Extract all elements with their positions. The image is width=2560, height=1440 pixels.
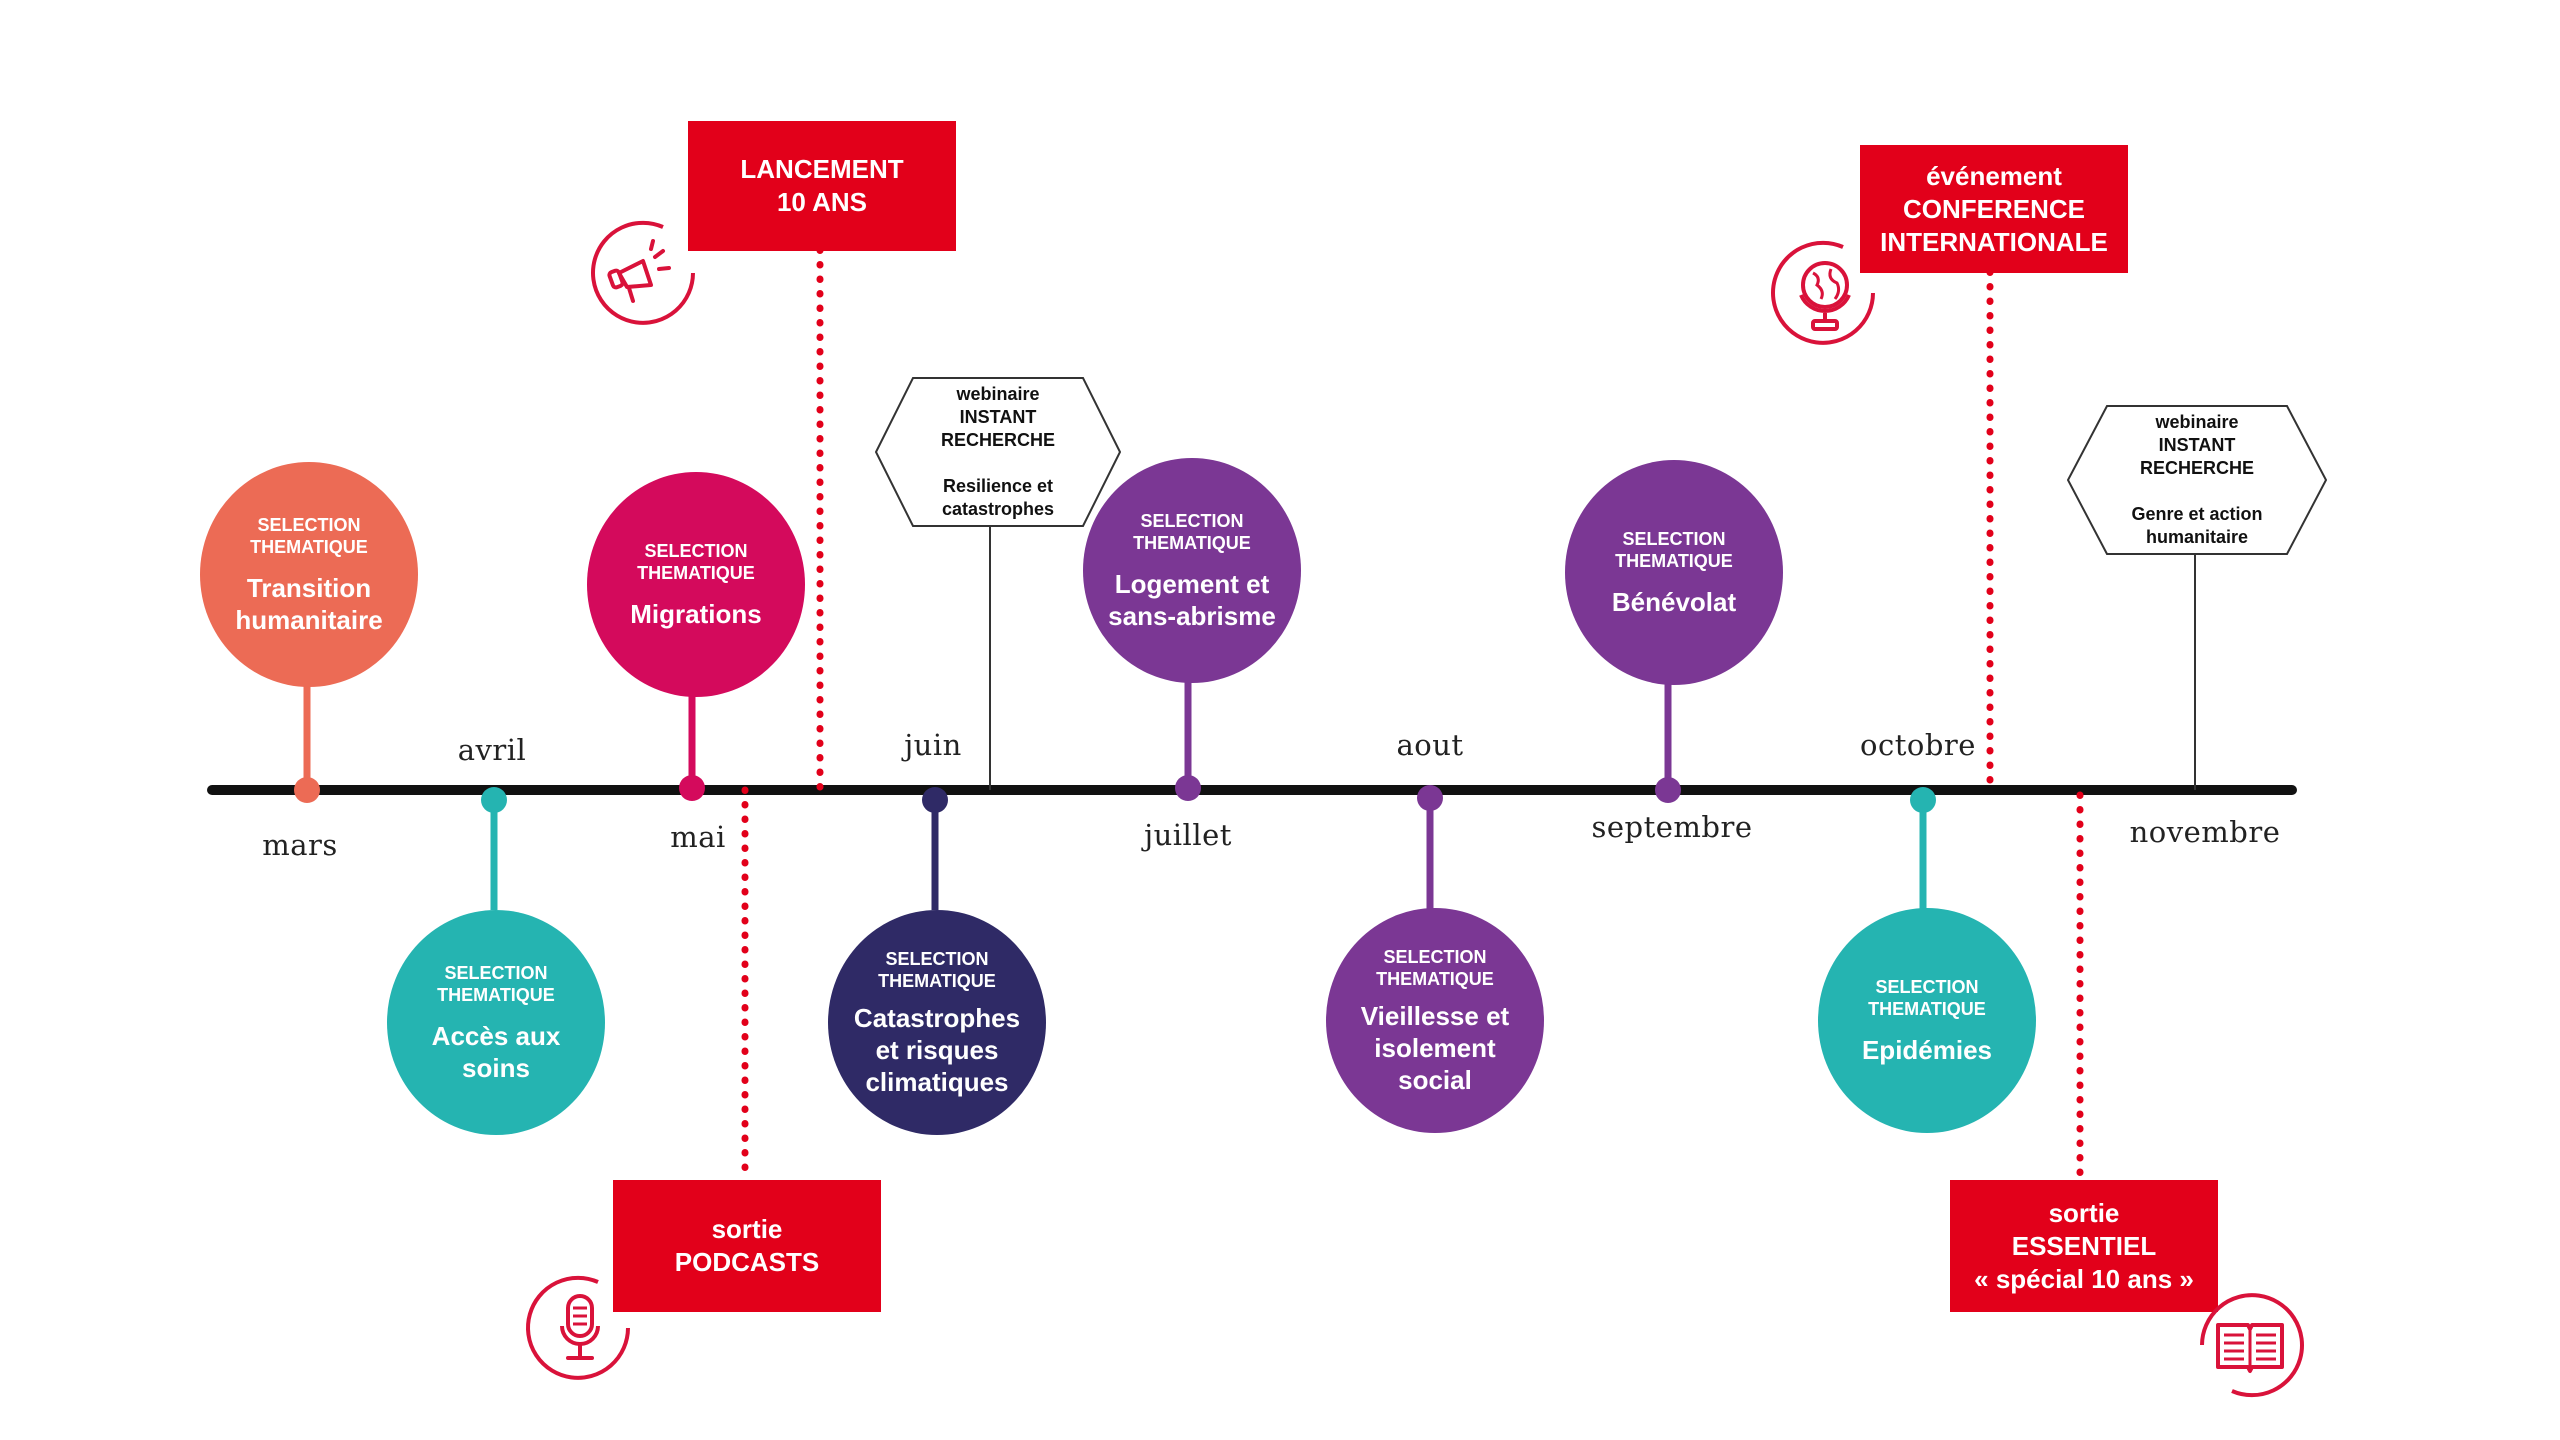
webinar-heading: webinaire INSTANT RECHERCHE (2139, 412, 2254, 478)
event-box-podcasts: sortie PODCASTS (613, 1180, 881, 1312)
theme-title: Vieillesse et isolement social (1360, 1000, 1510, 1095)
theme-bubble-benevolat: SELECTION THEMATIQUE Bénévolat (1565, 460, 1783, 685)
theme-kicker: SELECTION THEMATIQUE (878, 948, 996, 991)
month-avril: avril (457, 733, 527, 767)
theme-bubble-acces-soins: SELECTION THEMATIQUE Accès aux soins (387, 910, 605, 1135)
stem-catastrophes (922, 787, 948, 910)
theme-kicker: SELECTION THEMATIQUE (437, 962, 555, 1005)
book-icon (2200, 1293, 2304, 1398)
stem-acces-soins (481, 787, 507, 910)
stem-vieillesse (1417, 785, 1443, 910)
webinar-resilience: webinaire INSTANT RECHERCHE Resilience e… (875, 377, 1121, 527)
globe-icon (1771, 240, 1875, 345)
megaphone-icon (591, 220, 695, 325)
event-box-conference: événement CONFERENCE INTERNATIONALE (1860, 145, 2128, 273)
event-box-essentiel: sortie ESSENTIEL « spécial 10 ans » (1950, 1180, 2218, 1312)
theme-title: Catastrophes et risques climatiques (853, 1002, 1021, 1097)
month-septembre: septembre (1591, 810, 1753, 844)
theme-title: Transition humanitaire (235, 572, 383, 635)
webinar-heading: webinaire INSTANT RECHERCHE (940, 384, 1055, 450)
theme-bubble-epidemies: SELECTION THEMATIQUE Epidémies (1818, 908, 2036, 1133)
theme-title: Migrations (630, 598, 762, 629)
webinar-topic: Genre et action humanitaire (2131, 504, 2263, 547)
theme-kicker: SELECTION THEMATIQUE (250, 514, 368, 557)
month-mars: mars (262, 828, 338, 862)
hexagon-shape (2067, 405, 2327, 555)
theme-title: Epidémies (1861, 1034, 1993, 1065)
theme-title: Logement et sans-abrisme (1108, 568, 1276, 631)
theme-kicker: SELECTION THEMATIQUE (1615, 528, 1733, 571)
theme-bubble-transition: SELECTION THEMATIQUE Transition humanita… (200, 462, 418, 687)
stem-migrations (679, 690, 705, 801)
stem-epidemies (1910, 787, 1936, 910)
webinar-topic: Resilience et catastrophes (941, 476, 1055, 519)
theme-bubble-catastrophes: SELECTION THEMATIQUE Catastrophes et ris… (828, 910, 1046, 1135)
stem-logement (1175, 675, 1201, 801)
theme-kicker: SELECTION THEMATIQUE (1133, 510, 1251, 553)
theme-kicker: SELECTION THEMATIQUE (637, 540, 755, 583)
month-aout: aout (1396, 728, 1464, 762)
theme-bubble-logement: SELECTION THEMATIQUE Logement et sans-ab… (1083, 458, 1301, 683)
theme-kicker: SELECTION THEMATIQUE (1376, 946, 1494, 989)
theme-title: Bénévolat (1611, 586, 1737, 617)
stem-benevolat (1655, 680, 1681, 803)
microphone-icon (526, 1275, 630, 1380)
event-box-lancement: LANCEMENT 10 ANS (688, 121, 956, 251)
month-juin: juin (904, 728, 962, 762)
theme-bubble-migrations: SELECTION THEMATIQUE Migrations (587, 472, 805, 697)
month-novembre: novembre (2129, 815, 2281, 849)
webinar-genre: webinaire INSTANT RECHERCHE Genre et act… (2067, 405, 2327, 555)
theme-title: Accès aux soins (431, 1020, 561, 1083)
hexagon-shape (875, 377, 1121, 527)
stem-transition (294, 680, 320, 803)
theme-kicker: SELECTION THEMATIQUE (1868, 976, 1986, 1019)
month-octobre: octobre (1860, 728, 1976, 762)
month-juillet: juillet (1144, 818, 1232, 852)
theme-bubble-vieillesse: SELECTION THEMATIQUE Vieillesse et isole… (1326, 908, 1544, 1133)
month-mai: mai (670, 820, 726, 854)
